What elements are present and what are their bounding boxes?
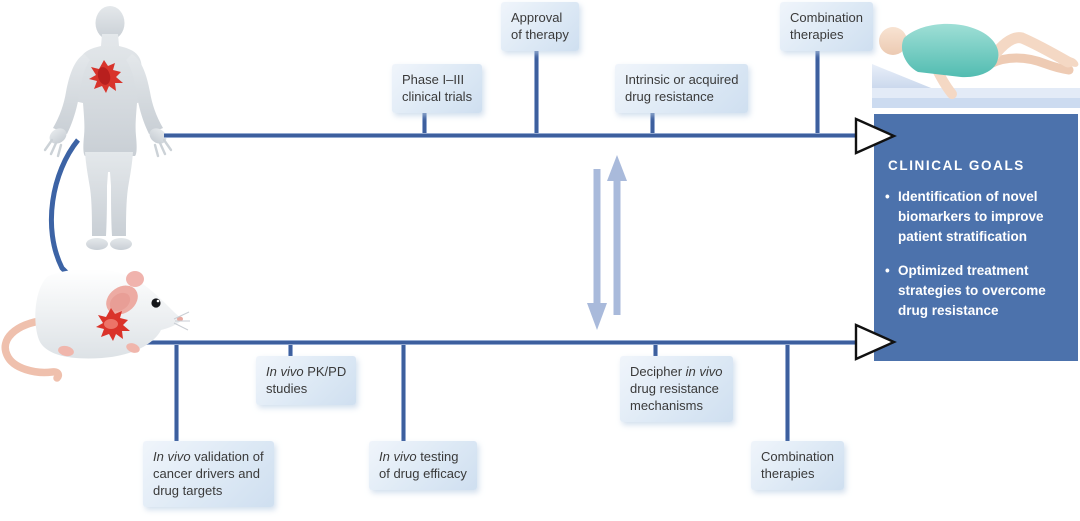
tick-connector — [815, 51, 820, 133]
tick-connector — [653, 345, 658, 356]
label-line: drug resistance — [625, 89, 714, 104]
goal-text: Identification of novel biomarkers to im… — [898, 189, 1044, 244]
label-line: studies — [266, 381, 308, 396]
label-invivo-testing: In vivo testing of drug efficacy — [369, 441, 477, 490]
clinical-timeline-line — [164, 133, 860, 138]
label-line: Combination — [790, 10, 863, 25]
preclinical-timeline-arrowhead-icon — [854, 323, 897, 361]
label-line: therapies — [761, 466, 815, 481]
tumor-icon — [96, 308, 130, 341]
label-invivo-pkpd: In vivo PK/PD studies — [256, 356, 357, 405]
label-combination-therapies-top: Combination therapies — [780, 2, 873, 51]
label-approval-of-therapy: Approval of therapy — [501, 2, 579, 51]
label-line: Intrinsic or acquired — [625, 72, 739, 87]
tick-connector — [288, 345, 293, 356]
tick-connector — [650, 113, 655, 133]
label-line: therapies — [790, 27, 844, 42]
label-line: Approval — [511, 10, 563, 25]
label-line: mechanisms — [630, 398, 703, 413]
label-line: Combination — [761, 449, 834, 464]
label-line: Phase I–III — [402, 72, 465, 87]
tick-connector — [534, 51, 539, 133]
goal-item: • Identification of novel biomarkers to … — [883, 187, 1070, 247]
tick-connector — [785, 345, 790, 443]
label-line: clinical trials — [402, 89, 473, 104]
exchange-arrows-icon — [587, 155, 627, 330]
bullet-icon: • — [885, 189, 890, 204]
label-line: drug resistance — [630, 381, 719, 396]
preclinical-timeline-line — [138, 340, 860, 345]
mouse-illustration-icon — [1, 268, 190, 382]
clinical-goals-title: CLINICAL GOALS — [888, 158, 1025, 173]
tick-connector — [174, 345, 179, 443]
tick-connector — [401, 345, 406, 443]
label-line: of drug efficacy — [379, 466, 467, 481]
bullet-icon: • — [885, 263, 890, 278]
label-line: cancer drivers and — [153, 466, 260, 481]
tick-connector — [422, 113, 427, 133]
patient-in-bed-icon — [872, 23, 1080, 108]
label-line: In vivo PK/PD — [266, 364, 347, 379]
label-line: In vivo testing — [379, 449, 459, 464]
label-intrinsic-acquired-resistance: Intrinsic or acquired drug resistance — [615, 64, 749, 113]
label-line: Decipher in vivo — [630, 364, 723, 379]
label-line: In vivo validation of — [153, 449, 264, 464]
label-line: of therapy — [511, 27, 569, 42]
goal-text: Optimized treatment strategies to overco… — [898, 263, 1046, 318]
clinical-timeline-arrowhead-icon — [854, 117, 897, 155]
label-combination-therapies-bottom: Combination therapies — [751, 441, 844, 490]
label-line: drug targets — [153, 483, 223, 498]
tumor-icon — [89, 60, 123, 93]
label-phase-trials: Phase I–III clinical trials — [392, 64, 483, 113]
label-decipher-resistance: Decipher in vivo drug resistance mechani… — [620, 356, 733, 422]
label-invivo-validation: In vivo validation of cancer drivers and… — [143, 441, 274, 507]
goal-item: • Optimized treatment strategies to over… — [883, 261, 1070, 321]
human-silhouette-icon — [43, 6, 173, 250]
clinical-goals-panel: CLINICAL GOALS • Identification of novel… — [874, 114, 1078, 361]
